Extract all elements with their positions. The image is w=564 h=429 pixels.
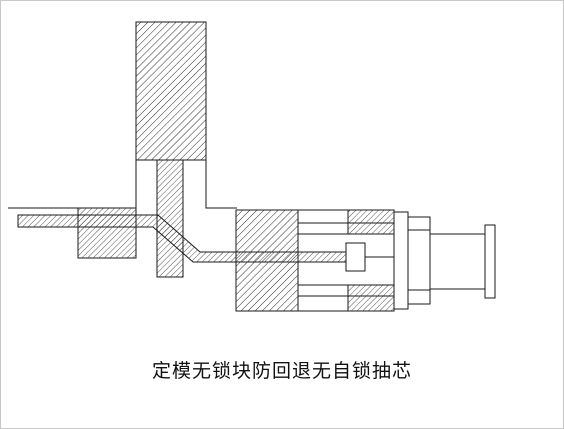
cylinder-flange-outer (393, 211, 409, 310)
cylinder-end-cap (484, 224, 496, 299)
coupling-block (345, 242, 366, 272)
fixed-mold-outline (135, 159, 237, 209)
frame-top-bar (347, 209, 395, 235)
frame-bottom-bar (347, 284, 395, 312)
slide-block (235, 209, 299, 312)
cylinder-body (429, 233, 486, 290)
diagram-caption: 定模无锁块防回退无自锁抽芯 (151, 360, 412, 382)
fixed-mold-block (135, 21, 207, 161)
